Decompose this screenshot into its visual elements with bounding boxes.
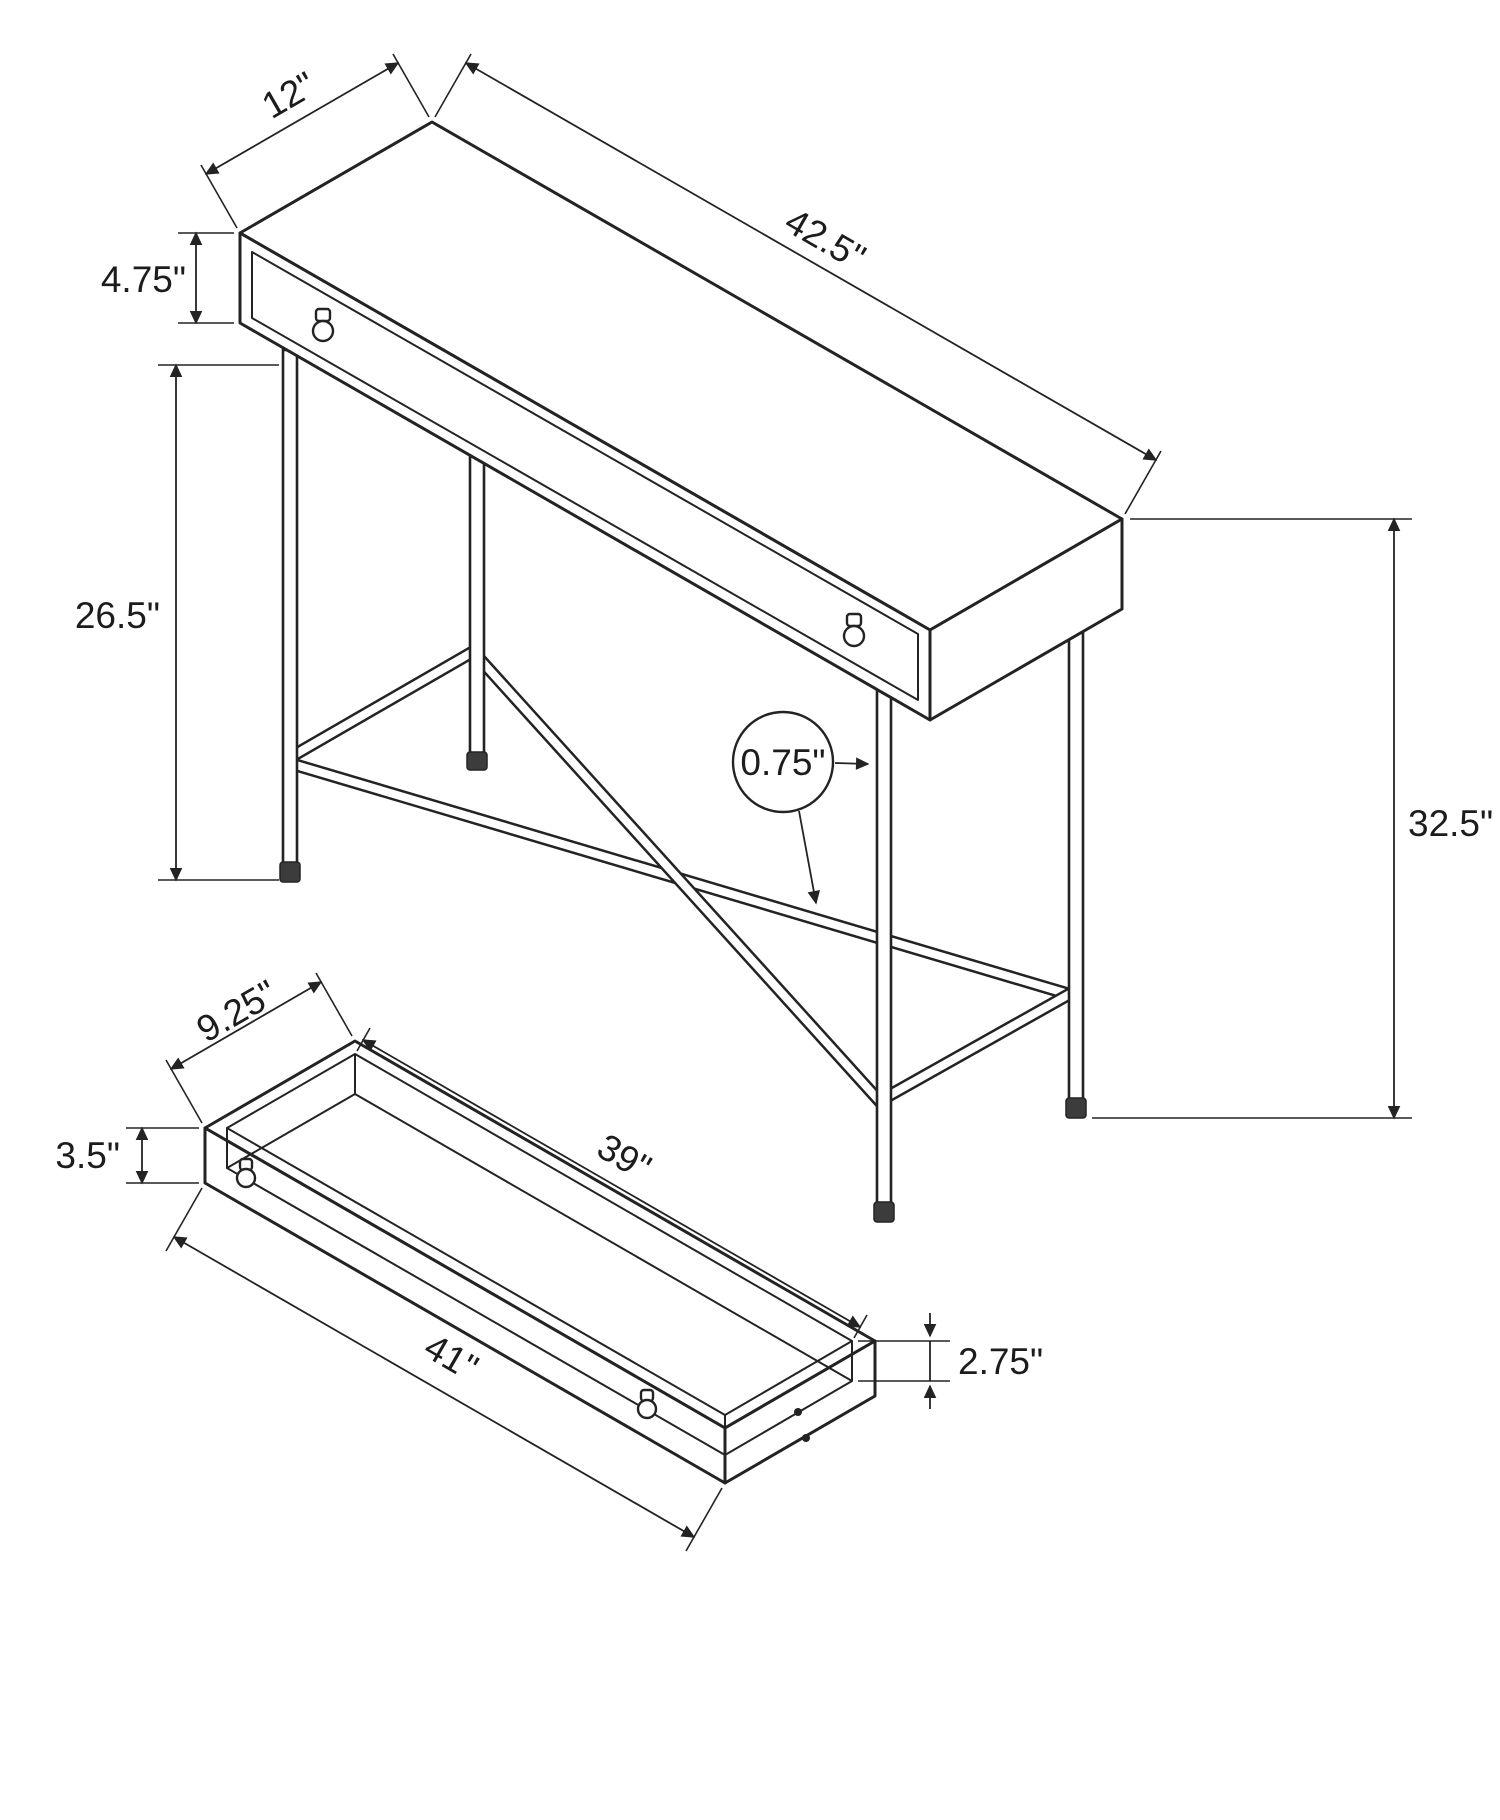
dim-overall-height: 32.5"	[1092, 517, 1493, 1120]
drawer-box	[203, 1039, 877, 1485]
dim-apron-height-label: 4.75"	[101, 259, 186, 300]
front-right-foot	[873, 1201, 895, 1223]
front-right-leg	[875, 686, 893, 1210]
back-left-leg	[468, 438, 486, 760]
front-left-foot	[279, 861, 301, 883]
tabletop-end-face	[928, 517, 1124, 722]
dim-drawer-front-height: 3.5"	[55, 1126, 199, 1185]
front-left-leg	[281, 348, 299, 870]
dim-drawer-depth-label: 9.25"	[190, 972, 284, 1050]
table-top	[238, 120, 1124, 722]
ring-pull-left	[311, 307, 335, 343]
ring-pull-right	[842, 612, 866, 648]
back-right-foot	[1065, 1097, 1087, 1119]
dim-apron-height: 4.75"	[101, 231, 234, 325]
drawer-front-seam	[251, 251, 919, 701]
dim-leg-height: 26.5"	[75, 363, 279, 882]
dim-top-depth-label: 12"	[255, 64, 323, 127]
drawer-screw	[802, 1434, 810, 1442]
back-right-leg	[1067, 578, 1085, 1106]
dim-leg-height-label: 26.5"	[75, 595, 160, 636]
leg-frame-braces	[285, 644, 1079, 1110]
drawer-ring-pull-left	[235, 1157, 257, 1189]
dim-drawer-inner-height-label: 2.75"	[958, 1341, 1043, 1382]
drawer-ring-pull-right	[636, 1388, 658, 1420]
dim-drawer-inner-length-label: 39"	[590, 1126, 658, 1189]
dim-tube-thickness: 0.75"	[731, 710, 870, 905]
drawer-screw	[794, 1408, 802, 1416]
dim-drawer-front-height-label: 3.5"	[55, 1135, 120, 1176]
dim-drawer-inner-height: 2.75"	[858, 1313, 1043, 1409]
tube-thickness-callout-circle	[731, 710, 835, 814]
dim-top-length-label: 42.5"	[778, 200, 872, 278]
back-left-foot	[466, 751, 488, 771]
dim-overall-height-label: 32.5"	[1408, 803, 1493, 844]
dim-tube-thickness-label: 0.75"	[740, 742, 825, 783]
